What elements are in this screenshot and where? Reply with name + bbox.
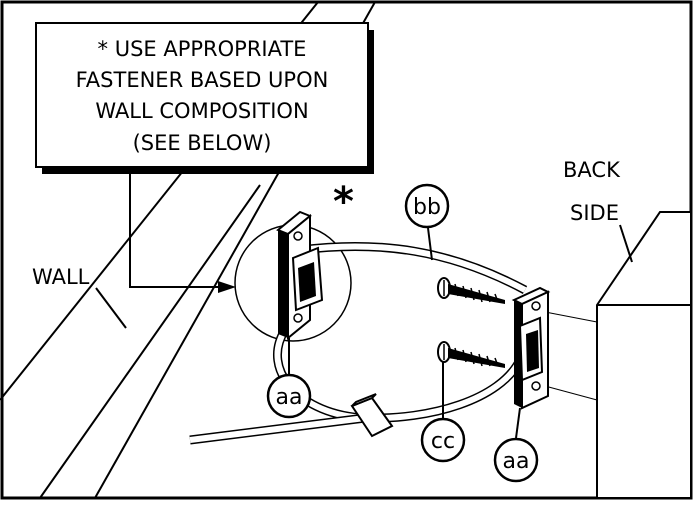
callout-aa-left: aa (266, 338, 312, 419)
left-mounting-clip (276, 210, 324, 341)
speaker-box (596, 211, 692, 499)
lower-screw (437, 341, 505, 368)
asterisk-marker: * (333, 179, 354, 225)
note-line-3: WALL COMPOSITION (95, 99, 308, 123)
side-label: SIDE (570, 201, 619, 225)
wall-label: WALL (32, 265, 90, 289)
right-mounting-clip (511, 286, 551, 410)
back-label: BACK (563, 158, 621, 182)
mounting-guide-lines (539, 310, 598, 401)
callout-cc: cc (420, 362, 466, 463)
cable-tie-buckle (350, 393, 394, 438)
callout-aa-left-label: aa (276, 385, 303, 410)
note-line-2: FASTENER BASED UPON (76, 68, 329, 92)
side-leader-line (619, 224, 633, 263)
callout-aa-right: aa (493, 407, 539, 483)
note-line-1: * USE APPROPRIATE (98, 37, 307, 61)
callout-cc-label: cc (431, 429, 455, 454)
fastener-note-box: * USE APPROPRIATE FASTENER BASED UPON WA… (35, 22, 374, 174)
wall-leader-line (95, 287, 127, 329)
callout-aa-right-label: aa (503, 449, 530, 474)
note-line-4: (SEE BELOW) (133, 131, 272, 155)
upper-screw (437, 277, 505, 304)
callout-bb-label: bb (413, 195, 441, 220)
note-leader-arrow (129, 174, 236, 293)
callout-bb: bb (404, 183, 450, 261)
